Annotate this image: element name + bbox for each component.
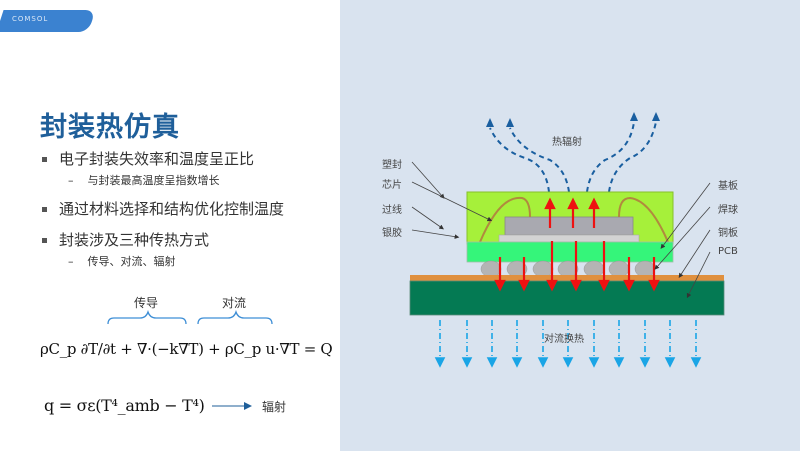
label-mold: 塑封 <box>382 160 402 171</box>
radiation-arrowhead <box>630 112 638 121</box>
braces <box>107 310 273 325</box>
label-adhesive: 银胶 <box>382 228 402 239</box>
bullet-item: 封装涉及三种传热方式 <box>42 229 209 250</box>
leader-line-mold <box>411 161 445 199</box>
bullet-item: 电子封装失效率和温度呈正比 <box>42 148 254 169</box>
radiation-arrowhead <box>486 118 494 127</box>
solder-ball <box>583 260 605 278</box>
leader-line-substrate <box>660 182 711 249</box>
label-thermal-radiation: 热辐射 <box>552 137 582 148</box>
radiation-arrowhead <box>506 118 514 127</box>
package-diagram <box>409 112 725 368</box>
label-wire: 过线 <box>382 205 402 216</box>
substrate <box>466 241 674 263</box>
label-convection: 对流换热 <box>544 334 584 345</box>
heat-flow-arrows <box>494 197 660 292</box>
solder-ball <box>608 260 630 278</box>
leader-line-chip <box>411 181 493 222</box>
radiation-arrow <box>586 121 635 193</box>
bullet-square-icon <box>42 207 47 212</box>
leader-line-solder <box>654 206 711 270</box>
label-pcb: PCB <box>718 246 738 257</box>
sub-bullet-text: 传导、对流、辐射 <box>87 255 176 268</box>
sub-bullet-dash: – <box>68 255 74 268</box>
adhesive <box>498 234 640 243</box>
bullet-text: 封装涉及三种传热方式 <box>59 231 210 249</box>
bullet-item: 通过材料选择和结构优化控制温度 <box>42 198 284 219</box>
solder-ball <box>480 260 502 278</box>
radiation-label: 辐射 <box>262 400 287 414</box>
radiation-arrow <box>489 127 550 193</box>
bullet-text: 电子封装失效率和温度呈正比 <box>59 150 255 168</box>
text-panel: COMSOL 封装热仿真 电子封装失效率和温度呈正比 –与封装最高温度呈指数增长… <box>0 0 340 451</box>
radiation-arrowheads <box>486 112 660 127</box>
leader-line-wire <box>411 206 444 230</box>
brace-label-convection: 对流 <box>222 296 247 310</box>
solder-ball <box>634 260 656 278</box>
label-chip: 芯片 <box>382 180 402 191</box>
sub-bullet-item: –传导、对流、辐射 <box>68 253 176 269</box>
bond-wire <box>618 196 669 243</box>
sub-bullet-item: –与封装最高温度呈指数增长 <box>68 172 220 188</box>
radiation-equation: q = σε(T⁴_amb − T⁴) <box>44 396 205 415</box>
radiation-arrow <box>509 127 570 193</box>
arrow-right-icon <box>212 402 252 410</box>
brace-label-conduction: 传导 <box>134 296 159 310</box>
solder-balls <box>480 260 656 278</box>
label-substrate: 基板 <box>718 181 738 192</box>
label-leaders <box>411 161 711 299</box>
copper-layer <box>410 275 724 281</box>
brace-convection <box>197 310 273 325</box>
comsol-logo-text: COMSOL <box>12 15 49 23</box>
brace-conduction <box>107 310 187 325</box>
sub-bullet-dash: – <box>68 174 74 187</box>
radiation-arrows <box>489 121 657 193</box>
sub-bullet-text: 与封装最高温度呈指数增长 <box>87 174 220 187</box>
bullet-square-icon <box>42 238 47 243</box>
radiation-arrowhead <box>652 112 660 121</box>
leader-line-copper <box>678 229 711 279</box>
solder-ball <box>532 260 554 278</box>
chip <box>504 216 634 236</box>
radiation-arrow <box>608 121 657 193</box>
label-copper: 铜板 <box>718 228 738 239</box>
bullet-text: 通过材料选择和结构优化控制温度 <box>59 200 285 218</box>
leader-line-adhesive <box>411 229 460 240</box>
label-solder-ball: 焊球 <box>718 205 738 216</box>
slide-title: 封装热仿真 <box>40 112 180 143</box>
leader-line-pcb <box>686 251 711 299</box>
convection-arrows <box>434 320 702 368</box>
pcb <box>409 280 725 316</box>
bullet-square-icon <box>42 157 47 162</box>
heat-equation: ρC_p ∂T/∂t + ∇·(−k∇T) + ρC_p u·∇T = Q <box>40 340 333 358</box>
diagram-panel: 热辐射 对流换热 塑封 芯片 过线 银胶 基板 焊球 铜板 PCB <box>340 0 800 451</box>
